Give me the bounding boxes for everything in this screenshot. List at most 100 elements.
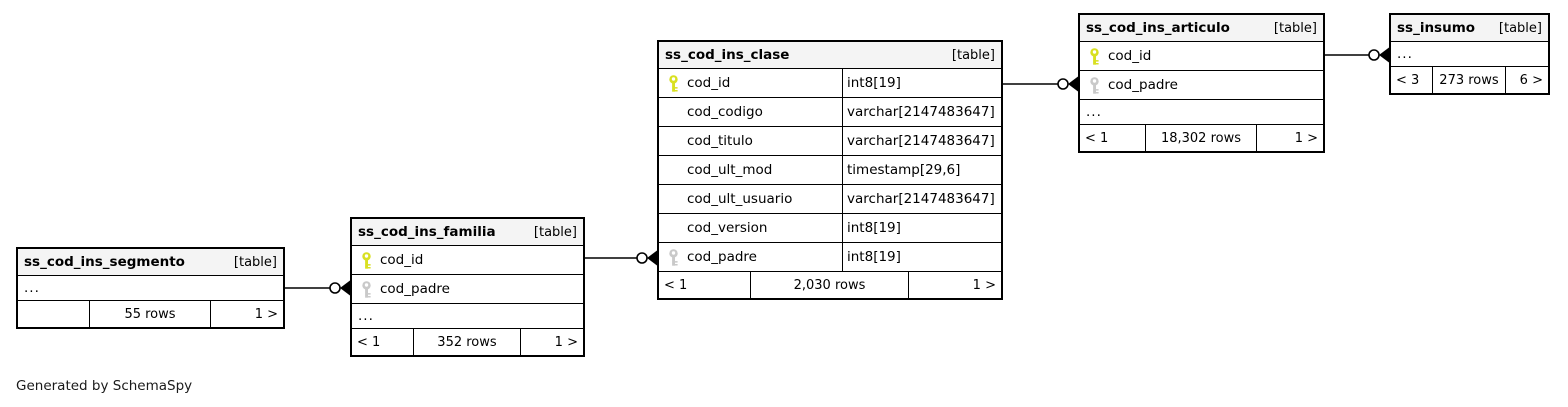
column-name-cell: cod_padre: [659, 243, 843, 271]
column-row-cod_codigo: cod_codigo varchar[2147483647]: [659, 98, 1001, 127]
foreign-key-icon: [1080, 76, 1108, 94]
next-pages-label: 1 >: [554, 334, 578, 350]
relationship-familia-clase: [585, 250, 657, 266]
table-node-ss_cod_ins_articulo[interactable]: ss_cod_ins_articulo [table] cod_id cod_pa…: [1078, 13, 1325, 153]
relationship-segmento-familia: [285, 280, 350, 296]
column-name-cell: cod_codigo: [659, 98, 843, 126]
table-columns: ...: [1391, 42, 1548, 67]
column-row-cod_version: cod_version int8[19]: [659, 214, 1001, 243]
column-row-cod_id: cod_id int8[19]: [659, 69, 1001, 98]
column-name-cell: cod_ult_usuario: [659, 185, 843, 213]
row-count-label: 2,030 rows: [751, 272, 909, 298]
column-name: cod_id: [687, 75, 731, 91]
table-pagination-footer: < 3 273 rows 6 >: [1391, 67, 1548, 93]
column-type: varchar[2147483647]: [847, 191, 995, 207]
column-name: cod_titulo: [687, 133, 753, 149]
table-tag: [table]: [533, 224, 577, 240]
prev-pages-label: < 1: [659, 272, 752, 298]
column-row-cod_padre: cod_padre int8[19]: [659, 243, 1001, 272]
table-node-ss_cod_ins_familia[interactable]: ss_cod_ins_familia [table] cod_id cod_pad…: [350, 217, 585, 357]
table-header: ss_insumo [table]: [1391, 15, 1548, 42]
table-pagination-footer: < 1 2,030 rows 1 >: [659, 272, 1001, 298]
table-columns: ...: [18, 276, 283, 301]
key-glyph: [668, 248, 678, 266]
column-row-cod_id: cod_id: [352, 246, 583, 275]
table-columns: cod_id int8[19] cod_codigo varchar[21474836…: [659, 69, 1001, 272]
column-name-cell: cod_ult_mod: [659, 156, 843, 184]
table-header: ss_cod_ins_segmento [table]: [18, 249, 283, 276]
column-row-cod_id: cod_id: [1080, 42, 1323, 71]
column-name: cod_version: [687, 220, 768, 236]
column-type: varchar[2147483647]: [847, 104, 995, 120]
table-pagination-footer: 55 rows 1 >: [18, 301, 283, 327]
hidden-columns-row: ...: [18, 276, 283, 301]
column-name: cod_codigo: [687, 104, 763, 120]
table-node-ss_cod_ins_segmento[interactable]: ss_cod_ins_segmento [table] ... 55 rows …: [16, 247, 285, 329]
table-node-ss_insumo[interactable]: ss_insumo [table] ... < 3 273 rows 6 >: [1389, 13, 1550, 95]
column-type: varchar[2147483647]: [847, 133, 995, 149]
column-name: cod_ult_mod: [687, 162, 773, 178]
table-pagination-footer: < 1 352 rows 1 >: [352, 329, 583, 355]
column-name-cell: cod_id: [352, 246, 583, 274]
prev-pages-label: < 1: [352, 329, 415, 355]
column-type: int8[19]: [847, 249, 901, 265]
table-tag: [table]: [1273, 20, 1317, 36]
hidden-columns-row: ...: [352, 304, 583, 329]
hidden-columns-row: ...: [1080, 100, 1323, 125]
table-columns: cod_id cod_padre...: [1080, 42, 1323, 125]
table-header: ss_cod_ins_articulo [table]: [1080, 15, 1323, 42]
column-row-cod_titulo: cod_titulo varchar[2147483647]: [659, 127, 1001, 156]
table-tag: [table]: [233, 254, 277, 270]
key-glyph: [361, 280, 371, 298]
row-count-label: 18,302 rows: [1146, 125, 1258, 151]
relationship-articulo-insumo: [1325, 47, 1389, 63]
generated-by-caption: Generated by SchemaSpy: [16, 378, 193, 394]
prev-pages-label: [18, 301, 90, 327]
column-name: cod_padre: [1108, 77, 1178, 93]
foreign-key-icon: [352, 280, 380, 298]
column-row-cod_ult_mod: cod_ult_mod timestamp[29,6]: [659, 156, 1001, 185]
relationship-clase-articulo: [1003, 76, 1078, 92]
column-name: cod_padre: [687, 249, 757, 265]
column-name-cell: cod_id: [1080, 42, 1323, 70]
table-name: ss_cod_ins_segmento: [24, 254, 185, 270]
foreign-key-icon: [659, 248, 687, 266]
next-pages-label: 1 >: [254, 306, 278, 322]
table-tag: [table]: [951, 47, 995, 63]
prev-pages-label: < 3: [1391, 67, 1434, 93]
column-name-cell: cod_padre: [1080, 71, 1323, 99]
next-pages-label: 6 >: [1519, 72, 1543, 88]
table-tag: [table]: [1498, 20, 1542, 36]
column-type: int8[19]: [847, 75, 901, 91]
primary-key-icon: [659, 74, 687, 92]
hidden-columns-row: ...: [1391, 42, 1548, 67]
column-type: int8[19]: [847, 220, 901, 236]
prev-pages-label: < 1: [1080, 125, 1146, 151]
next-pages-label: 1 >: [1294, 130, 1318, 146]
primary-key-icon: [1080, 47, 1108, 65]
row-count-label: 352 rows: [414, 329, 521, 355]
key-glyph: [1089, 47, 1099, 65]
table-columns: cod_id cod_padre...: [352, 246, 583, 329]
column-name: cod_id: [1108, 48, 1152, 64]
key-glyph: [361, 251, 371, 269]
row-count-label: 273 rows: [1433, 67, 1506, 93]
column-name-cell: cod_titulo: [659, 127, 843, 155]
table-name: ss_cod_ins_familia: [358, 224, 496, 240]
column-name-cell: cod_version: [659, 214, 843, 242]
table-name: ss_cod_ins_articulo: [1086, 20, 1230, 36]
primary-key-icon: [352, 251, 380, 269]
table-name: ss_cod_ins_clase: [665, 47, 790, 63]
next-pages-label: 1 >: [972, 277, 996, 293]
column-row-cod_ult_usuario: cod_ult_usuario varchar[2147483647]: [659, 185, 1001, 214]
column-name: cod_id: [380, 252, 424, 268]
column-name: cod_ult_usuario: [687, 191, 793, 207]
key-glyph: [668, 74, 678, 92]
column-type: timestamp[29,6]: [847, 162, 961, 178]
column-name-cell: cod_padre: [352, 275, 583, 303]
column-name-cell: cod_id: [659, 69, 843, 97]
table-name: ss_insumo: [1397, 20, 1476, 36]
column-row-cod_padre: cod_padre: [352, 275, 583, 304]
